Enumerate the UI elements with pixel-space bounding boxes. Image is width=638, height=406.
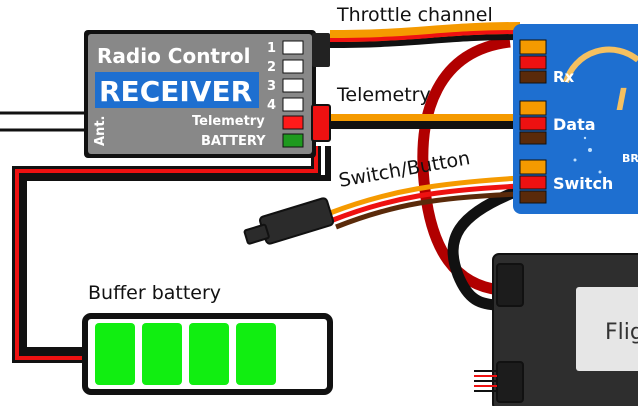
switch-cable xyxy=(329,175,521,230)
channel-4-label: 4 xyxy=(267,98,276,113)
buffer-battery xyxy=(82,313,333,395)
module: I BR Rx Data Switch xyxy=(513,24,638,214)
buffer-battery-label: Buffer battery xyxy=(88,282,221,304)
fc-label: Flig xyxy=(605,320,638,345)
module-small-text: BR xyxy=(622,152,638,165)
throttle-connector xyxy=(312,33,330,67)
logo-arc xyxy=(563,46,638,83)
telemetry-port xyxy=(282,115,304,130)
port-switch-label: Switch xyxy=(553,174,613,193)
battery-cell xyxy=(236,323,276,385)
battery-cell xyxy=(142,323,182,385)
channel-4-port xyxy=(282,97,304,112)
channel-1-label: 1 xyxy=(267,41,276,56)
receiver-title: Radio Control xyxy=(97,44,250,68)
power-wire-black-loop xyxy=(447,184,522,311)
receiver-name: RECEIVER xyxy=(99,75,252,108)
port-rx-label: Rx xyxy=(553,68,575,86)
battery-port xyxy=(282,133,304,148)
battery-port-label: BATTERY xyxy=(201,134,266,149)
switch-plug xyxy=(243,197,335,245)
fc-label-panel xyxy=(576,287,638,371)
flight-controller: Flig xyxy=(492,253,638,406)
telemetry-port-label: Telemetry xyxy=(192,114,265,129)
receiver-name-banner xyxy=(95,72,259,108)
telemetry-connector xyxy=(311,104,331,142)
channel-2-port xyxy=(282,59,304,74)
battery-cell xyxy=(189,323,229,385)
fc-ribbon-wires xyxy=(474,370,497,392)
logo-letter: I xyxy=(616,83,627,118)
buffer-battery-wiring xyxy=(12,146,331,363)
telemetry-label: Telemetry xyxy=(336,84,431,106)
port-data-label: Data xyxy=(553,115,596,134)
battery-cell xyxy=(95,323,135,385)
channel-1-port xyxy=(282,40,304,55)
fc-connector-top xyxy=(496,263,524,307)
channel-3-port xyxy=(282,78,304,93)
telemetry-cable xyxy=(325,114,520,129)
throttle-cable xyxy=(329,22,521,48)
channel-2-label: 2 xyxy=(267,60,276,75)
fc-connector-bottom xyxy=(496,361,524,403)
receiver: Radio Control RECEIVER Ant. 1 2 3 4 Tele… xyxy=(84,30,316,158)
antenna-label: Ant. xyxy=(93,116,108,146)
channel-3-label: 3 xyxy=(267,79,276,94)
throttle-channel-label: Throttle channel xyxy=(336,4,493,26)
